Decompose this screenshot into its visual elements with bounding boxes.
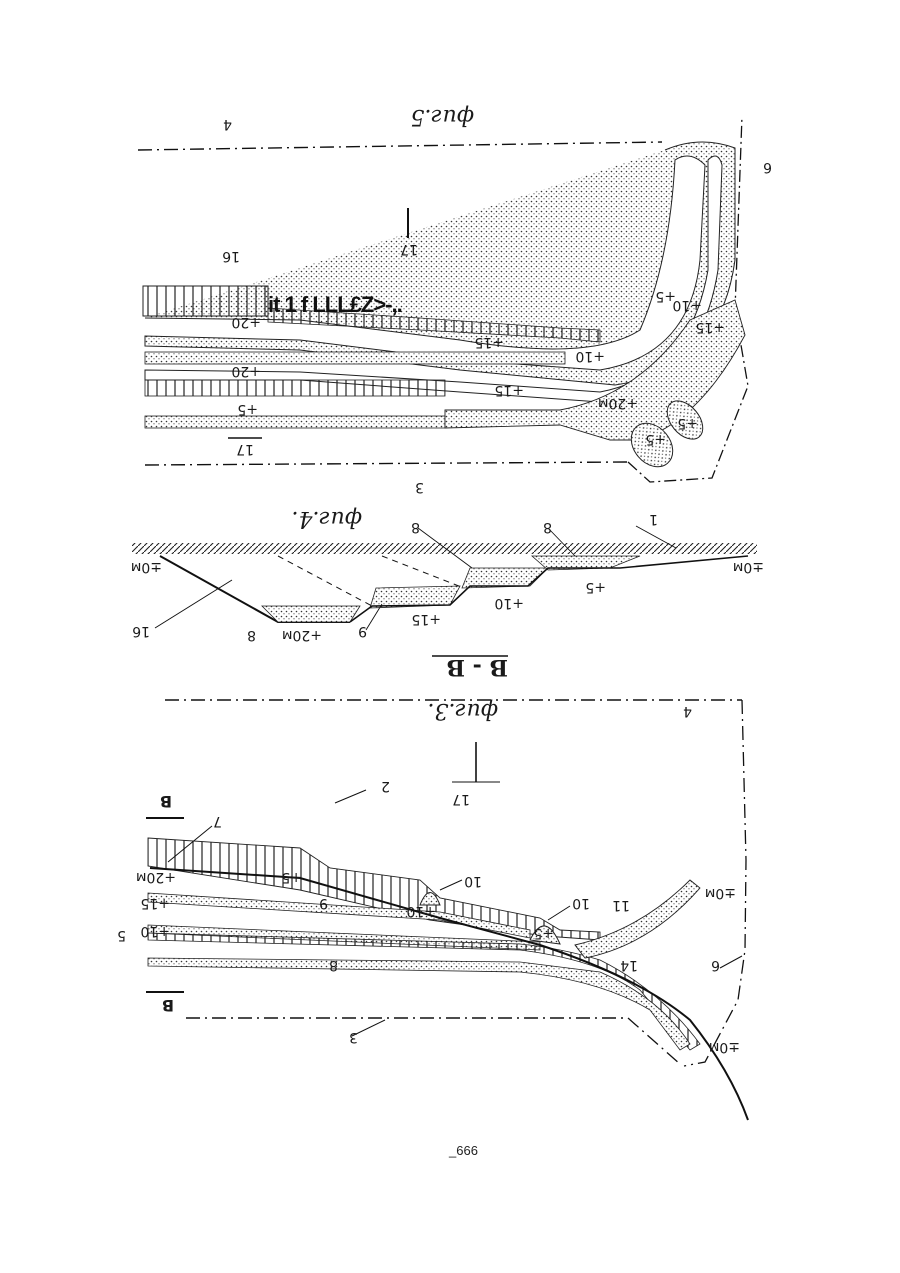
leader-2 bbox=[335, 790, 366, 803]
fig5-label-17a: 17 bbox=[400, 241, 418, 257]
fig3-label-8: 8 bbox=[329, 957, 338, 973]
fig3-label-4: 4 bbox=[683, 703, 692, 719]
band-11 bbox=[575, 880, 700, 958]
section-label: В - В bbox=[446, 654, 508, 680]
fig5-label-3: 3 bbox=[415, 479, 424, 495]
leader-6 bbox=[720, 956, 742, 968]
fig5-label-20m: +20м bbox=[598, 395, 638, 411]
page-number: _666 bbox=[449, 1143, 478, 1158]
terrace-band-16 bbox=[143, 286, 268, 316]
figure-3: фиг.3. 4 2 17 В 7 +20м +5 10 9 +15 +10 1… bbox=[117, 698, 748, 1120]
fill-deposit-20 bbox=[262, 606, 360, 622]
fig5-label-10b: +10 bbox=[672, 297, 702, 313]
fig3-label-5a: +5 bbox=[281, 869, 302, 885]
fig3-label-11: 11 bbox=[612, 897, 630, 913]
boundary-line-upper bbox=[138, 142, 662, 150]
fig5-label-4: 4 bbox=[223, 116, 232, 132]
dashed-line-2 bbox=[382, 556, 464, 588]
fig5-label-6: 6 bbox=[763, 159, 772, 175]
fig4-caption: фиг.4. bbox=[292, 506, 363, 531]
fig5-label-5d: +5 bbox=[677, 415, 698, 431]
fig4-label-8b: 8 bbox=[543, 519, 552, 535]
fig3-label-10a: 10 bbox=[464, 873, 482, 889]
fig3-label-5num: 5 bbox=[117, 927, 126, 943]
fig4-label-5: +5 bbox=[585, 579, 606, 595]
dashed-line-1 bbox=[278, 556, 372, 606]
fig3-label-9: 9 bbox=[319, 895, 328, 911]
fill-deposit-10 bbox=[462, 568, 548, 588]
fig4-label-10: +10 bbox=[494, 595, 524, 611]
fig4-label-8c: 8 bbox=[247, 627, 256, 643]
fig4-label-0m-right: ±0м bbox=[733, 559, 764, 575]
fig3-label-17: 17 bbox=[452, 791, 470, 807]
figure-4: фиг.4. 8 8 1 ±0м ±0м +5 +10 +15 9 +20м 8… bbox=[131, 506, 764, 680]
fig4-label-15: +15 bbox=[411, 611, 441, 627]
fig3-label-5b: +5 bbox=[533, 925, 554, 941]
fig3-caption: фиг.3. bbox=[428, 698, 499, 723]
fig5-label-15c: +15 bbox=[695, 319, 725, 335]
terrace-band-5 bbox=[145, 416, 445, 428]
fig3-label-10c: 10 bbox=[572, 895, 590, 911]
fig4-label-20m: +20м bbox=[282, 627, 322, 643]
leader-16 bbox=[155, 580, 232, 628]
leader-10a bbox=[440, 880, 462, 890]
fig5-label-17b: 17 bbox=[236, 441, 254, 457]
fig3-label-14: 14 bbox=[620, 957, 638, 973]
fig4-label-8a: 8 bbox=[411, 519, 420, 535]
fig5-caption: фиг.5 bbox=[411, 104, 475, 129]
fig3-label-2: 2 bbox=[381, 778, 390, 794]
terrace-band-15 bbox=[145, 352, 565, 364]
fig3-label-0m-1: ±0м bbox=[705, 885, 736, 901]
fig5-label-15b: +15 bbox=[494, 382, 524, 398]
fig3-label-10b: +10 bbox=[406, 903, 436, 919]
fig5-label-16: 16 bbox=[222, 248, 240, 264]
fig3-label-20m: +20м bbox=[136, 869, 176, 885]
fig5-label-10a: +10 bbox=[575, 348, 605, 364]
terrace-band-20b bbox=[145, 380, 445, 396]
fig4-label-0m-left: ±0м bbox=[131, 559, 162, 575]
ground-surface bbox=[132, 543, 757, 554]
terrace-band-top bbox=[148, 838, 600, 940]
fig3-label-0m-2: ±0м bbox=[709, 1039, 740, 1055]
fig5-label-20a: +20 bbox=[231, 314, 261, 330]
boundary-line-lower bbox=[145, 462, 628, 465]
fig5-label-20b: +20 bbox=[231, 363, 261, 379]
fig4-label-16: 16 bbox=[132, 623, 150, 639]
fig4-label-1: 1 bbox=[649, 511, 658, 527]
fig5-label-15a: +15 bbox=[474, 334, 504, 350]
ocr-artifact-text: it 1 f LLL£Z>-,. bbox=[268, 292, 402, 318]
fig4-label-9: 9 bbox=[358, 623, 367, 639]
figure-5: фиг.5 4 6 17 16 +20 +15 +10 +5 +20 +15 +… bbox=[138, 104, 772, 495]
fig3-label-6: 6 bbox=[711, 957, 720, 973]
fig3-label-15: +15 bbox=[140, 895, 170, 911]
fig3-label-7: 7 bbox=[213, 813, 222, 829]
leader-10b bbox=[548, 906, 570, 920]
fig5-label-5c: +5 bbox=[645, 431, 666, 447]
fig3-label-10p: +10 bbox=[140, 923, 170, 939]
fig5-label-5b: +5 bbox=[237, 401, 258, 417]
fig3-label-B-top: В bbox=[160, 792, 172, 811]
fig3-label-3: 3 bbox=[349, 1029, 358, 1045]
fig3-label-B-bottom: В bbox=[162, 996, 174, 1015]
